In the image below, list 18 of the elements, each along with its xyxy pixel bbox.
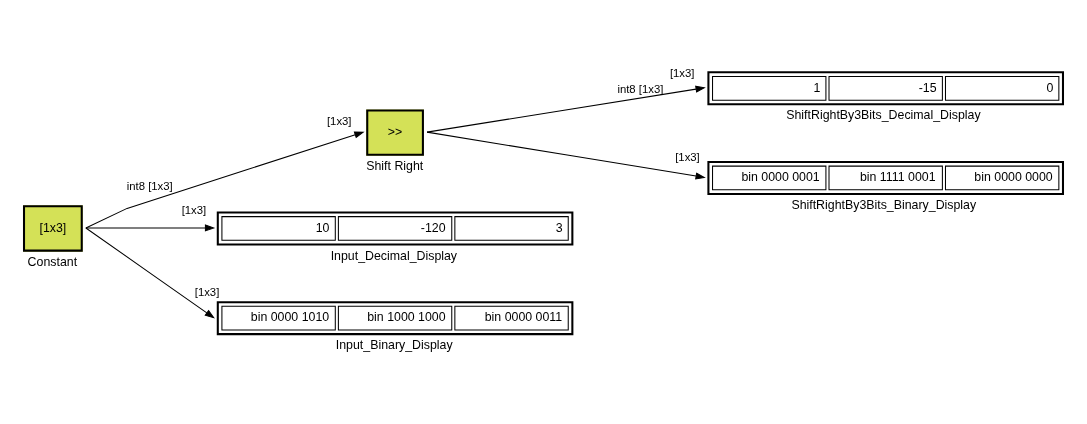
arrow [85,131,365,229]
node-label: [1x3] [669,67,695,80]
edge-label: int8 [1x3] [617,82,664,95]
arrow [426,131,706,180]
node-label: Input_Decimal_Display [330,248,458,263]
node-label: [1x3] [675,150,700,163]
arrow [85,224,216,232]
node-label: [1x3] [326,115,352,128]
node-label: [1x3] [194,285,220,298]
node-label: Shift Right [366,158,424,173]
node-label: Constant [27,254,78,269]
node-label: [1x3] [181,204,207,217]
node-label: ShiftRightBy3Bits_Decimal_Display [786,108,981,123]
node-label: Input_Binary_Display [335,338,453,353]
edge-label: int8 [1x3] [126,179,173,192]
arrow [426,85,706,133]
arrow [85,227,215,319]
node-label: ShiftRightBy3Bits_Binary_Display [791,198,977,213]
